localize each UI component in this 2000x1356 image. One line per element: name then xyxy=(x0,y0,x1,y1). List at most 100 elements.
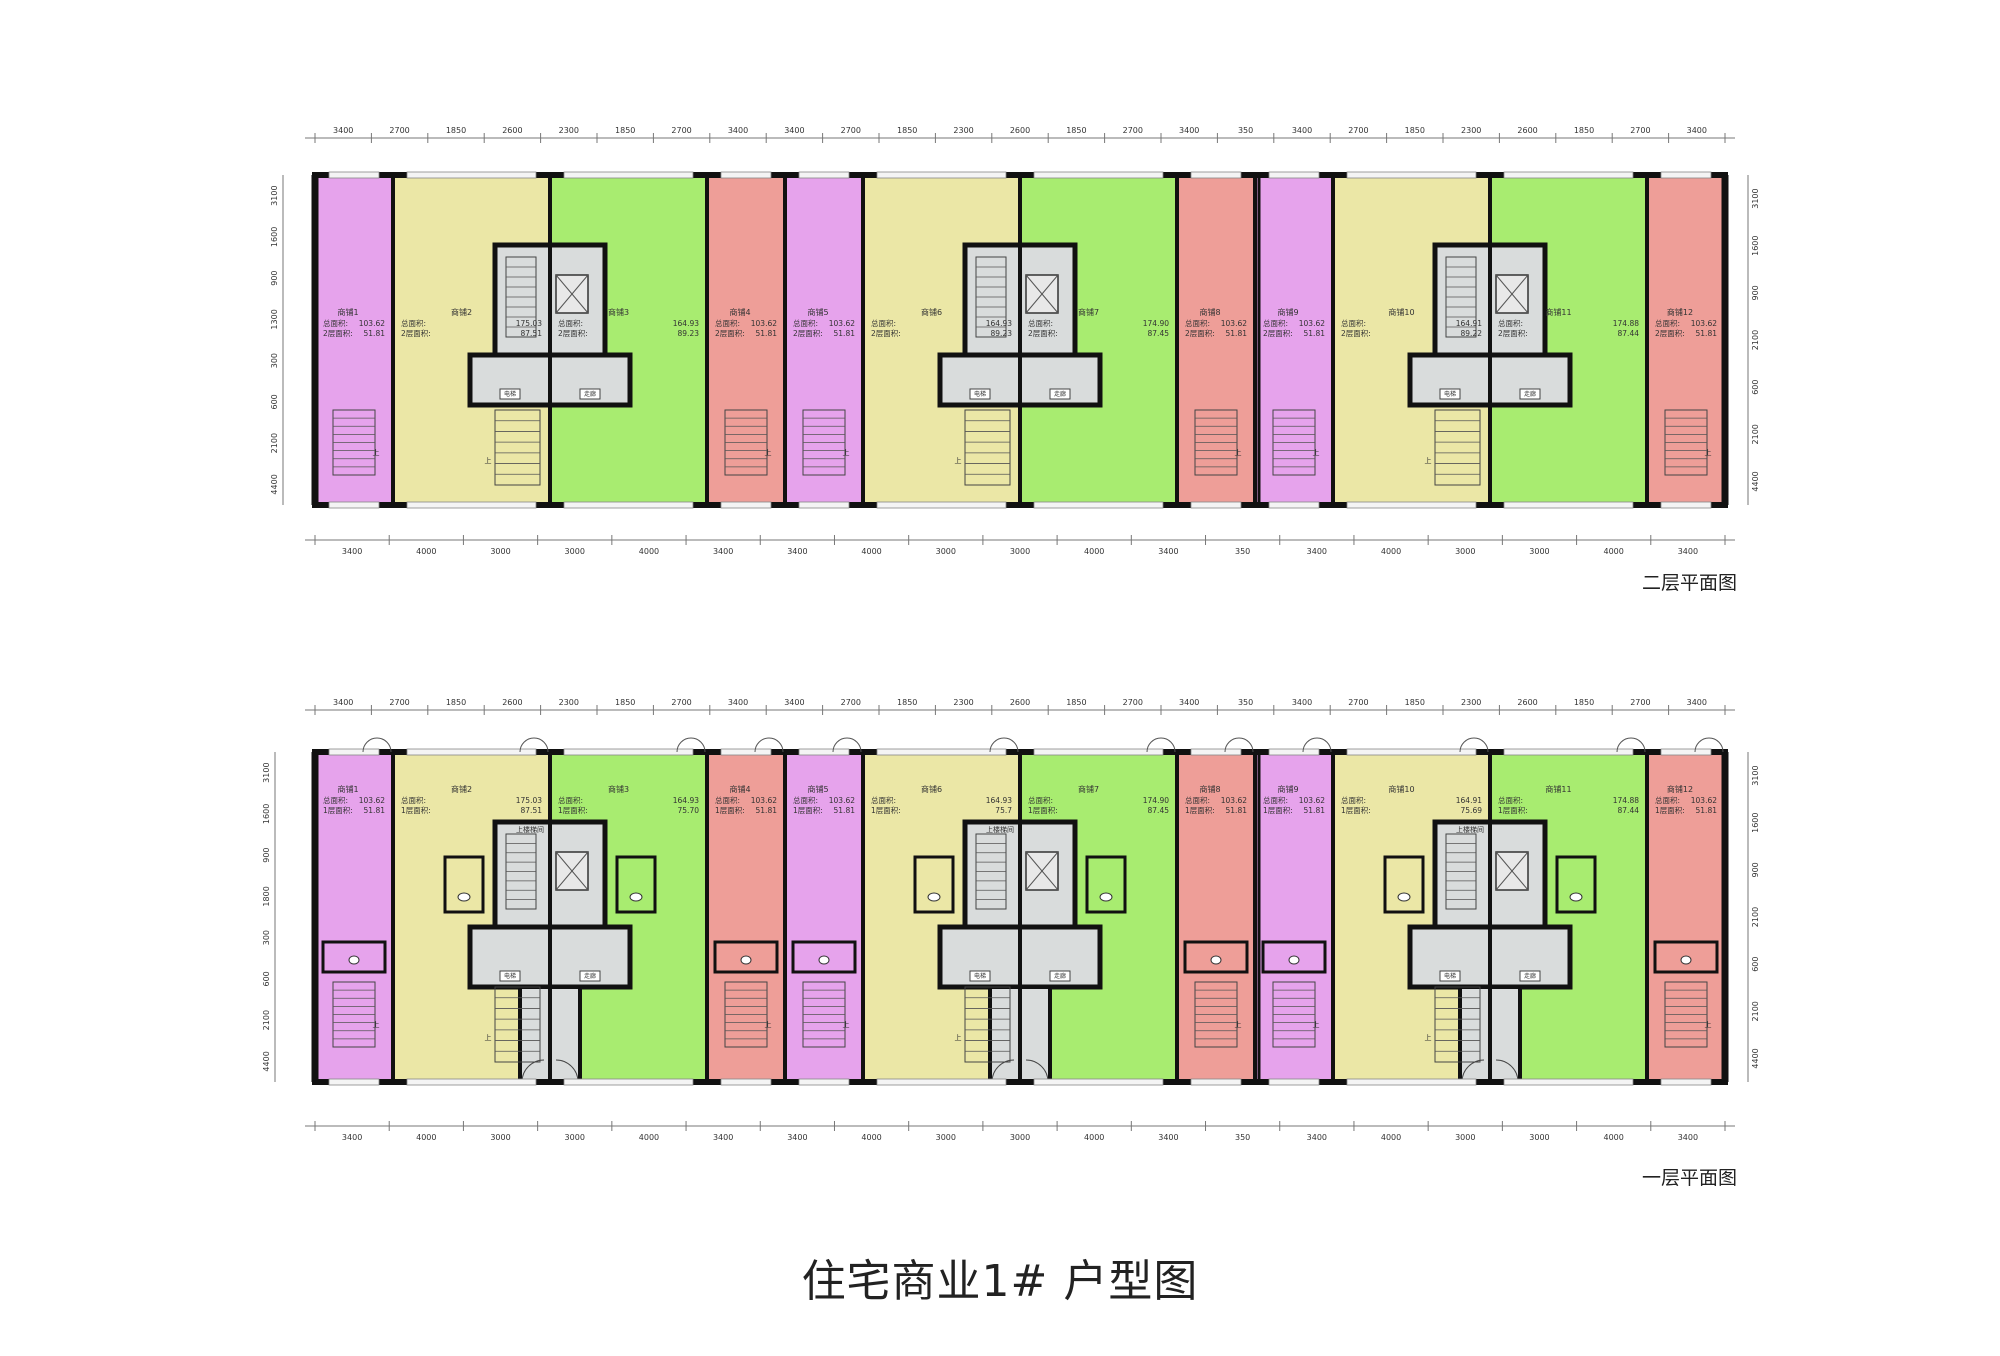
bottom-dimension-label: 3400 xyxy=(787,1133,807,1142)
unit-total-area-value: 164.93 xyxy=(986,319,1012,328)
unit-floor-area-label: 1层面积: xyxy=(323,805,353,815)
unit-floor-area-value: 87.44 xyxy=(1618,806,1640,815)
left-dimension-label: 300 xyxy=(270,353,279,368)
left-dimension-label: 900 xyxy=(262,847,271,862)
unit-name: 商铺3 xyxy=(608,307,629,317)
stair-up-mark: 上 xyxy=(765,1020,772,1029)
unit-total-area-label: 总面积: xyxy=(1028,795,1053,805)
unit-name: 商铺6 xyxy=(921,784,942,794)
top-dimension-label: 2300 xyxy=(1461,698,1481,707)
window-top xyxy=(876,748,1007,756)
unit-name: 商铺9 xyxy=(1277,784,1298,794)
stair-core-label: 上楼梯间 xyxy=(986,825,1014,834)
unit-floor-area-label: 1层面积: xyxy=(401,805,431,815)
window-bottom xyxy=(1033,501,1164,509)
entry-door-swing xyxy=(533,737,549,753)
bottom-dimension-label: 350 xyxy=(1235,547,1250,556)
top-dimension-label: 350 xyxy=(1238,126,1253,135)
lobby-door xyxy=(579,970,601,982)
window-bottom xyxy=(798,1078,850,1086)
top-dimension-label: 2700 xyxy=(841,698,861,707)
unit-floor-area-value: 87.51 xyxy=(521,329,543,338)
bottom-dimension-label: 3400 xyxy=(1158,1133,1178,1142)
lobby-door xyxy=(969,388,991,400)
top-dimension-label: 1850 xyxy=(446,126,466,135)
toilet-room xyxy=(913,855,955,914)
bottom-dimension-label: 4000 xyxy=(1381,547,1401,556)
corridor-label: 走廊 xyxy=(1524,972,1536,980)
top-dimension-label: 1850 xyxy=(1574,698,1594,707)
window-top xyxy=(798,171,850,179)
top-dimension-label: 3400 xyxy=(728,698,748,707)
corridor-label: 走廊 xyxy=(584,390,596,398)
bottom-dimension-label: 3400 xyxy=(713,1133,733,1142)
unit-total-area-label: 总面积: xyxy=(1185,795,1210,805)
window-top xyxy=(1033,171,1164,179)
window-bottom xyxy=(876,501,1007,509)
top-dimension-label: 2700 xyxy=(1348,126,1368,135)
entry-door-swing xyxy=(1302,737,1318,753)
stair-up-mark: 上 xyxy=(1235,1020,1242,1029)
window-top xyxy=(720,748,772,756)
unit-name: 商铺2 xyxy=(451,784,472,794)
right-dimension-label: 600 xyxy=(1751,957,1760,972)
unit-floor-area-value: 51.81 xyxy=(834,806,856,815)
unit-floor-area-label: 2层面积: xyxy=(1028,328,1058,338)
unit-floor-area-label: 1层面积: xyxy=(1498,805,1528,815)
stair-up-mark: 上 xyxy=(485,456,492,465)
toilet-fixture xyxy=(818,955,830,965)
window-top xyxy=(563,171,694,179)
right-dimension-label: 600 xyxy=(1751,380,1760,395)
entry-door-swing xyxy=(1694,737,1710,753)
right-dimension-label: 2100 xyxy=(1751,330,1760,350)
unit-floor-area-label: 1层面积: xyxy=(1655,805,1685,815)
bottom-dimension-label: 3400 xyxy=(787,547,807,556)
unit-fill-4 xyxy=(707,175,785,505)
top-dimension-label: 1850 xyxy=(1574,126,1594,135)
unit-name: 商铺3 xyxy=(608,784,629,794)
elevator-label: 电梯 xyxy=(1444,972,1456,980)
unit-floor-area-value: 51.81 xyxy=(364,329,386,338)
top-dimension-label: 2600 xyxy=(1517,126,1537,135)
unit-total-area-value: 103.62 xyxy=(1299,319,1325,328)
unit-total-area-label: 总面积: xyxy=(401,795,426,805)
window-bottom xyxy=(1190,1078,1242,1086)
bottom-dimension-label: 4000 xyxy=(1084,547,1104,556)
stair-up-mark: 上 xyxy=(373,448,380,457)
toilet-room xyxy=(615,855,657,914)
window-top xyxy=(1503,171,1634,179)
unit-total-area-value: 164.91 xyxy=(1456,796,1482,805)
entry-door-swing xyxy=(1003,737,1019,753)
unit-fill-9 xyxy=(1255,175,1333,505)
unit-total-area-value: 103.62 xyxy=(1691,796,1717,805)
stair-core-label: 上楼梯间 xyxy=(1456,825,1484,834)
left-dimension-label: 2100 xyxy=(262,1010,271,1030)
unit-total-area-value: 164.93 xyxy=(673,319,699,328)
unit-total-area-value: 103.62 xyxy=(751,319,777,328)
entry-door-swing xyxy=(676,737,692,753)
unit-floor-area-label: 2层面积: xyxy=(323,328,353,338)
stair-up-mark: 上 xyxy=(843,1020,850,1029)
left-dimension-label: 600 xyxy=(262,971,271,986)
unit-total-area-value: 103.62 xyxy=(751,796,777,805)
unit-total-area-label: 总面积: xyxy=(1341,318,1366,328)
unit-name: 商铺8 xyxy=(1199,307,1220,317)
unit-name: 商铺4 xyxy=(729,307,750,317)
top-dimension-label: 1850 xyxy=(1405,698,1425,707)
top-dimension-label: 3400 xyxy=(333,126,353,135)
bottom-dimension-label: 3000 xyxy=(1010,547,1030,556)
window-bottom xyxy=(1346,501,1477,509)
toilet-fixture xyxy=(1288,955,1300,965)
bottom-dimension-label: 3400 xyxy=(1307,547,1327,556)
window-bottom xyxy=(1268,501,1320,509)
bottom-dimension-label: 3000 xyxy=(936,547,956,556)
unit-fill-8 xyxy=(1177,175,1255,505)
